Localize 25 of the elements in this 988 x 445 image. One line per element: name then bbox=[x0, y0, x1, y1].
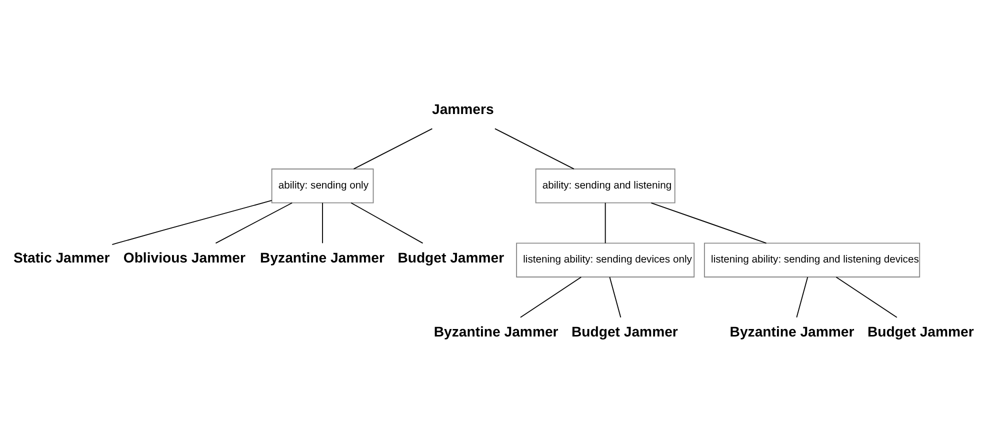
connector bbox=[796, 276, 808, 318]
connector bbox=[836, 276, 898, 318]
node-text: Byzantine Jammer bbox=[730, 323, 854, 340]
node-text: Jammers bbox=[432, 100, 494, 117]
connector bbox=[520, 276, 582, 318]
connector bbox=[322, 202, 324, 244]
node-text: Static Jammer bbox=[13, 248, 110, 265]
node-text: Budget Jammer bbox=[398, 248, 504, 265]
connector bbox=[350, 202, 424, 244]
node-text: Oblivious Jammer bbox=[123, 248, 246, 265]
connector bbox=[604, 202, 606, 244]
node-text: Byzantine Jammer bbox=[434, 323, 558, 340]
node-text: Byzantine Jammer bbox=[260, 248, 384, 265]
connector bbox=[494, 128, 574, 169]
node-box: ability: sending and listening bbox=[535, 168, 676, 203]
connector bbox=[353, 128, 433, 169]
connector bbox=[215, 202, 293, 244]
node-text: Budget Jammer bbox=[572, 323, 678, 340]
connector bbox=[112, 200, 272, 244]
node-text: Budget Jammer bbox=[867, 323, 974, 340]
node-box: listening ability: sending devices only bbox=[516, 242, 695, 277]
connector bbox=[650, 202, 767, 244]
node-box: listening ability: sending and listening devices bbox=[704, 242, 920, 277]
node-box: ability: sending only bbox=[271, 168, 374, 203]
connector bbox=[609, 276, 622, 318]
